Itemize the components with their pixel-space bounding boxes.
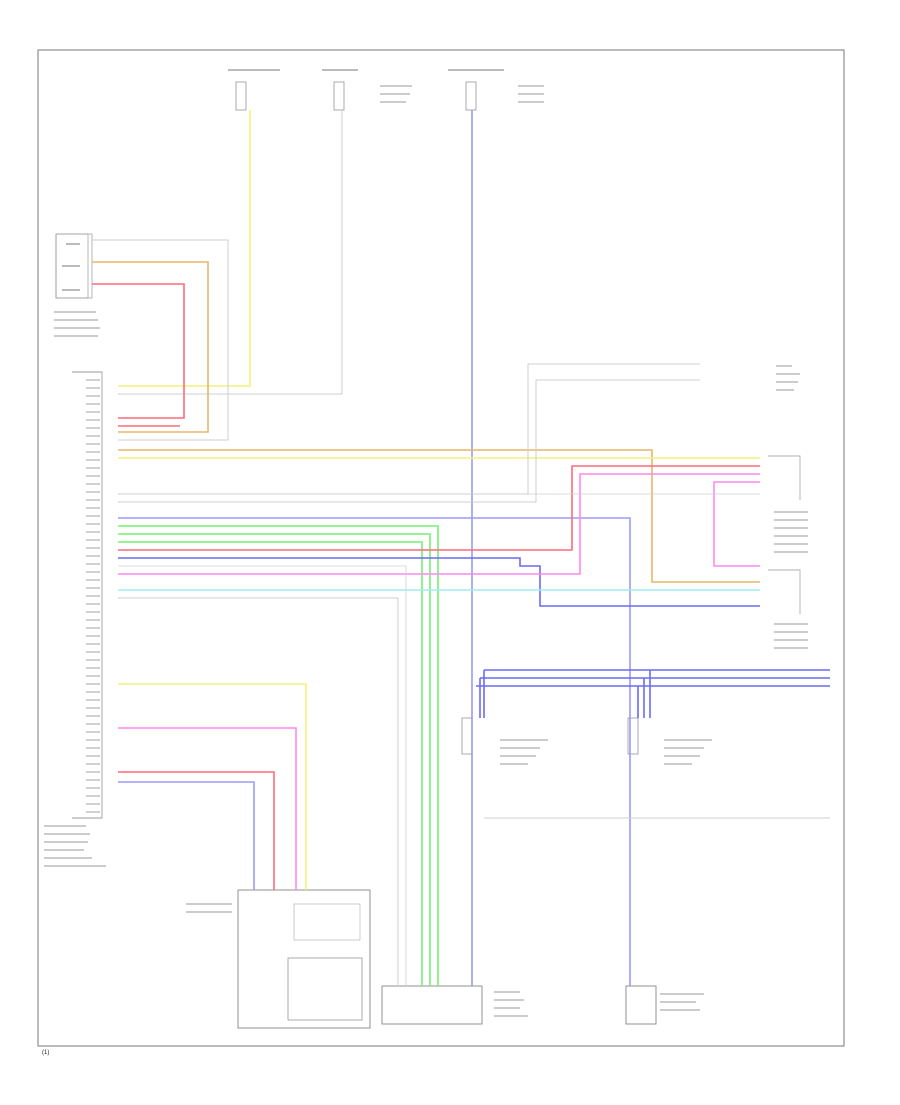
wire-green-3 xyxy=(118,541,423,986)
wire-blue-sensor xyxy=(118,781,255,890)
wire-pink-long xyxy=(118,473,760,575)
wire-pink-loop xyxy=(713,481,760,567)
wire-blue-long xyxy=(118,557,760,607)
wire-grey-down-2 xyxy=(118,565,407,986)
wire-group xyxy=(92,110,830,986)
wire-orange-buckle xyxy=(92,261,209,433)
mid-connector-left xyxy=(461,717,548,765)
main-ecu-label xyxy=(44,825,106,867)
right-module-2 xyxy=(768,455,808,553)
top-connector-2 xyxy=(322,69,412,111)
wire-red-buckle xyxy=(92,283,185,419)
wire-orange-long xyxy=(118,449,760,583)
wire-yellow-ignition xyxy=(118,110,251,387)
wire-green-2 xyxy=(118,533,431,986)
right-module-1-label xyxy=(776,365,800,391)
wire-pink-sensor xyxy=(118,727,297,890)
ecu-pin-list xyxy=(86,379,100,813)
wire-yellow-sensor xyxy=(118,683,307,890)
combination-meter-box xyxy=(625,985,704,1025)
main-ecu-connector xyxy=(72,371,103,819)
wire-grey-accessory xyxy=(118,110,343,395)
wire-grey-ground-2 xyxy=(118,379,700,503)
seat-position-sensor-box xyxy=(186,889,371,1029)
footer-code: (1) xyxy=(42,1050,49,1056)
right-module-3 xyxy=(768,569,808,649)
seatbelt-switch-box xyxy=(381,985,528,1025)
wire-green-1 xyxy=(118,525,439,986)
wire-grey-buckle xyxy=(92,239,229,441)
wire-blue-mid xyxy=(118,517,631,986)
diagram-frame xyxy=(37,49,845,1047)
wire-red-long xyxy=(118,465,760,551)
top-connector-3 xyxy=(448,69,544,111)
mid-connector-right xyxy=(627,717,712,765)
buckle-switch-component xyxy=(54,233,100,337)
wire-grey-down xyxy=(118,597,399,986)
top-connector-1 xyxy=(228,69,280,111)
wire-red-sensor xyxy=(118,771,275,890)
